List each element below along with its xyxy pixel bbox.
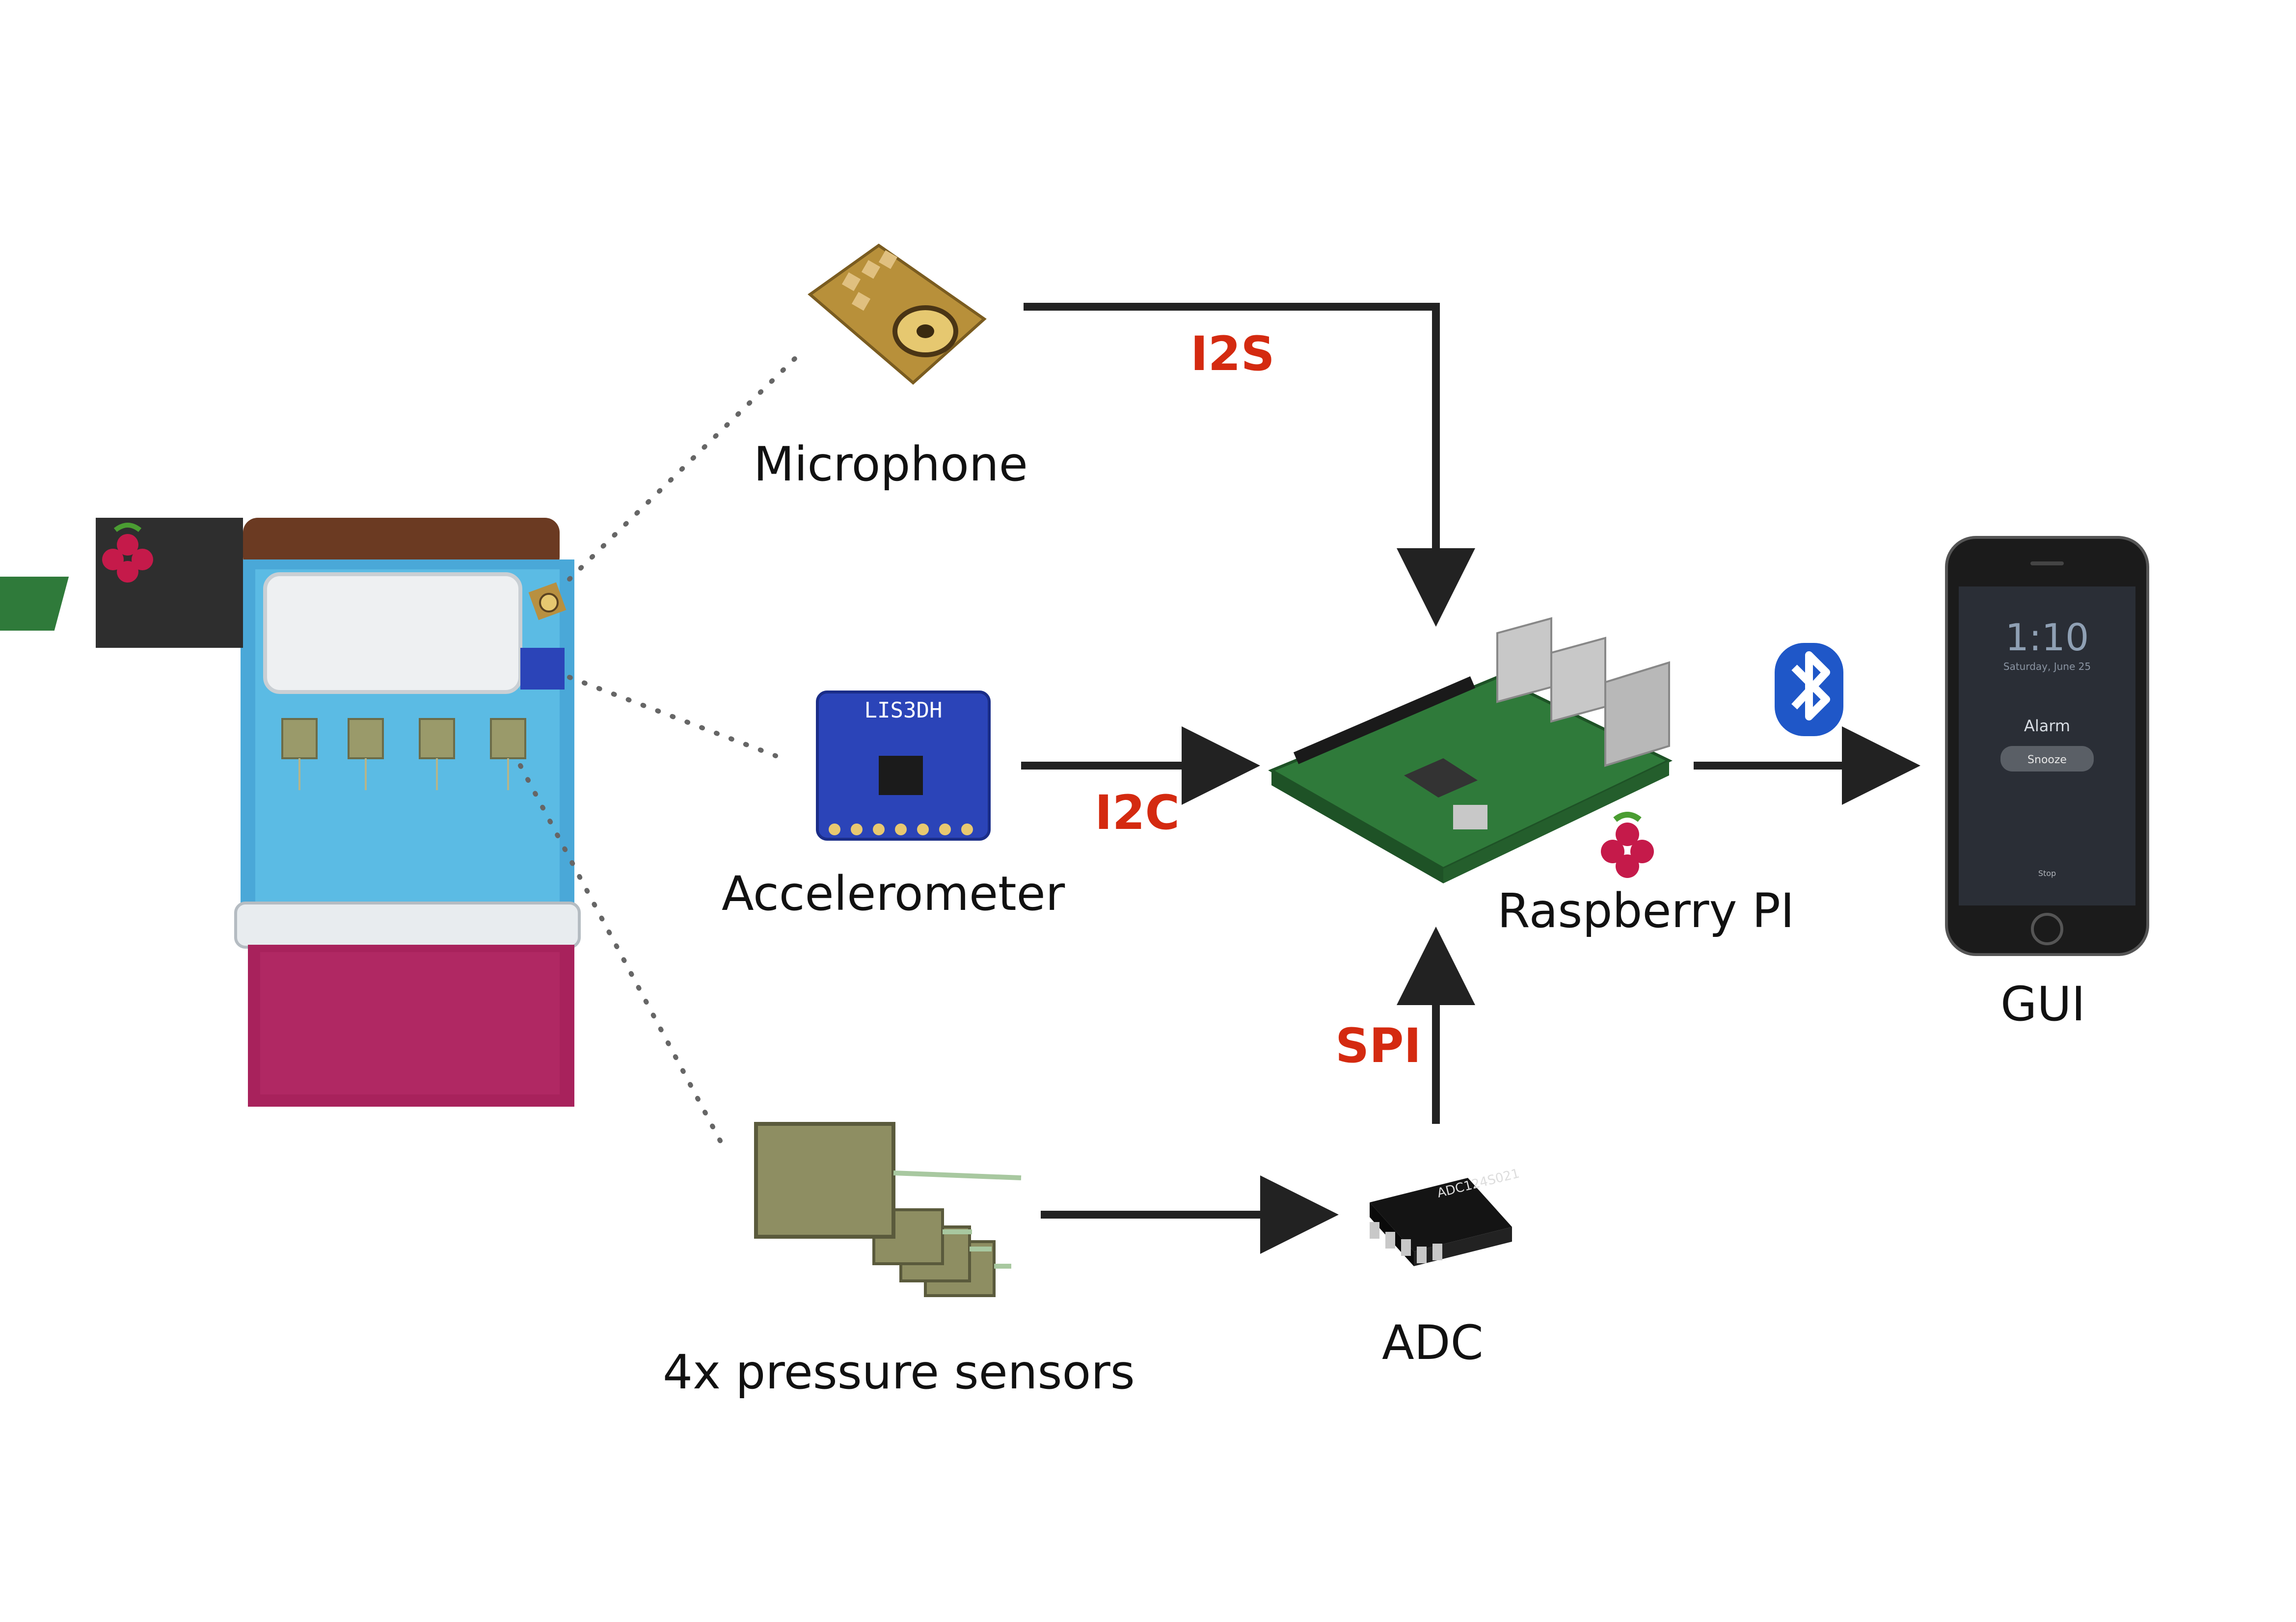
phone-time: 1:10	[2005, 615, 2089, 659]
raspberry-pi-board	[1268, 617, 1673, 883]
stop-label[interactable]: Stop	[2038, 869, 2056, 878]
adc-label: ADC	[1382, 1315, 1484, 1370]
raspberry-pi-label: Raspberry PI	[1497, 883, 1795, 938]
connection-arrows	[1021, 303, 1920, 1254]
bed-illustration	[234, 518, 581, 1107]
arrow-mic-to-pi	[1024, 303, 1475, 627]
sensor-dotted-links	[518, 351, 803, 1146]
phone-gui: 1:10 Saturday, June 25 Alarm Snooze Stop	[1945, 536, 2149, 956]
bluetooth-icon	[1775, 643, 1843, 736]
raspberry-logo-icon	[102, 523, 153, 583]
pressure-sensors-component	[754, 1122, 1022, 1297]
i2s-protocol-label: I2S	[1190, 326, 1275, 381]
phone-alarm-title: Alarm	[2024, 717, 2070, 735]
raspberry-pi-thumbnail	[0, 518, 243, 648]
snooze-button[interactable]	[2000, 746, 2094, 771]
accelerometer-label: Accelerometer	[722, 866, 1065, 921]
accelerometer-chip-name: LIS3DH	[864, 698, 943, 723]
phone-date: Saturday, June 25	[2003, 661, 2091, 672]
i2c-protocol-label: I2C	[1095, 785, 1180, 840]
gui-label: GUI	[2000, 977, 2085, 1032]
raspberry-logo-icon	[1601, 812, 1654, 878]
pressure-sensors-label: 4x pressure sensors	[663, 1345, 1135, 1400]
accelerometer-component: LIS3DH	[816, 691, 991, 841]
adc-chip: ADC124S021	[1370, 1166, 1521, 1266]
microphone-label: Microphone	[754, 437, 1028, 492]
microphone-component	[808, 243, 987, 385]
bed-pressure-pads	[281, 718, 526, 790]
snooze-label: Snooze	[2027, 754, 2067, 766]
spi-protocol-label: SPI	[1335, 1018, 1422, 1073]
